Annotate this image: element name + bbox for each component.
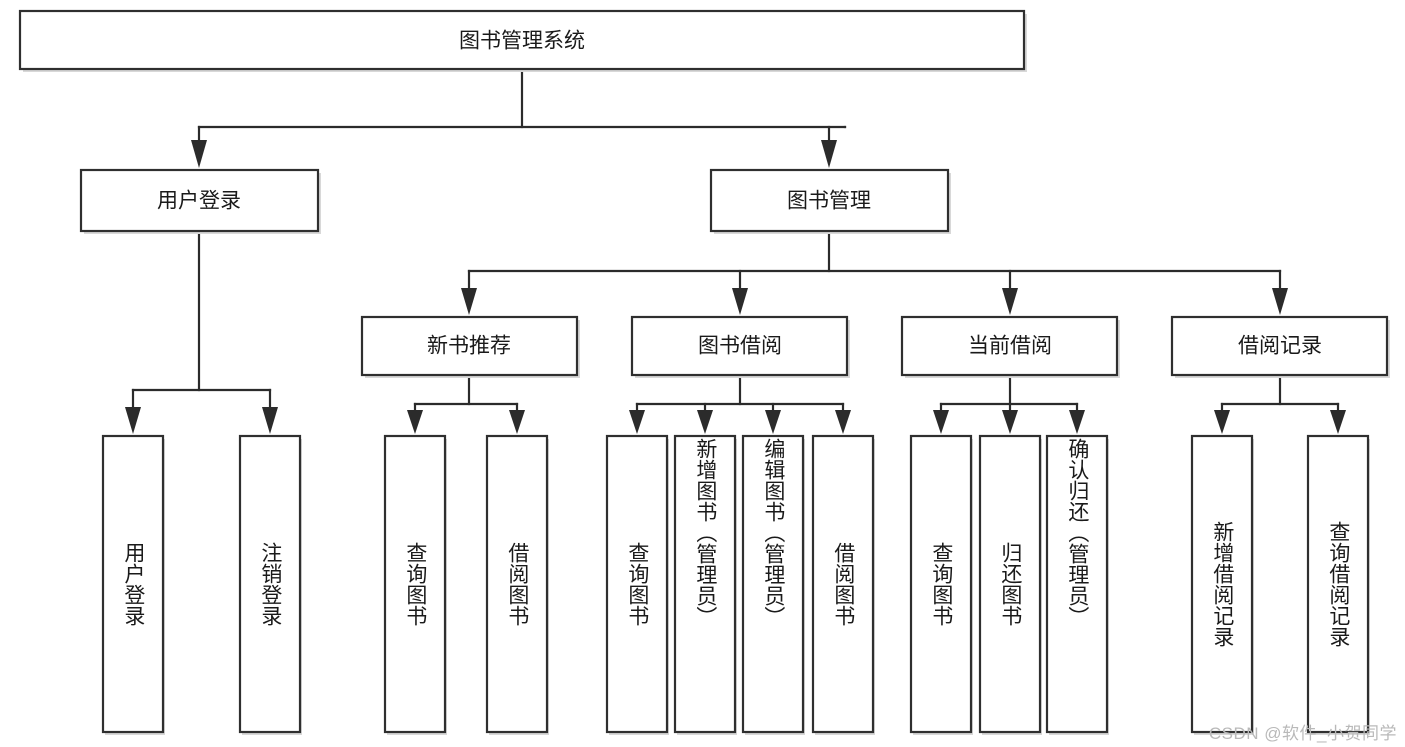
edges-newbook-to-leaves xyxy=(407,373,525,434)
edges-borrowrecord-to-leaves xyxy=(1214,373,1346,434)
arrow-to-leaf-br-add xyxy=(1214,410,1230,434)
edges-bookmanage-to-level3 xyxy=(461,230,1288,315)
leaf-bb-borrow-box xyxy=(811,434,875,734)
arrow-to-leaf-nb-borrow xyxy=(509,410,525,434)
arrow-to-book-borrow xyxy=(732,288,748,315)
leaf-nb-borrow-box xyxy=(485,434,549,734)
arrow-to-leaf-nb-query xyxy=(407,410,423,434)
node-book-manage-label: 图书管理 xyxy=(787,190,871,213)
leaf-user-login-box xyxy=(101,434,165,734)
node-book-borrow-label: 图书借阅 xyxy=(698,335,782,358)
node-root[interactable]: 图书管理系统 xyxy=(18,9,1027,72)
arrow-to-book-manage xyxy=(821,140,837,168)
leaf-nb-query-box xyxy=(383,434,447,734)
arrow-to-current-borrow xyxy=(1002,288,1018,315)
leaf-br-add-box xyxy=(1190,434,1254,734)
node-borrow-record-box xyxy=(1170,315,1389,377)
leaf-br-add-record[interactable] xyxy=(1190,434,1254,735)
leaf-cb-confirm-box xyxy=(1045,434,1109,734)
leaf-cb-confirm-return[interactable] xyxy=(1045,434,1109,735)
leaf-logout[interactable] xyxy=(238,434,302,735)
edges-bookborrow-to-leaves xyxy=(629,373,851,434)
node-current-borrow-box xyxy=(900,315,1119,377)
leaf-bb-edit-book[interactable] xyxy=(741,434,805,735)
arrow-to-leaf-user-login xyxy=(125,407,141,434)
node-book-manage[interactable]: 图书管理 xyxy=(709,168,951,234)
leaf-cb-return-box xyxy=(978,434,1042,734)
arrow-to-leaf-bb-query xyxy=(629,410,645,434)
leaf-br-query-box xyxy=(1306,434,1370,734)
arrow-to-leaf-bb-add xyxy=(697,410,713,434)
node-book-manage-box xyxy=(709,168,950,233)
leaf-br-query-record[interactable] xyxy=(1306,434,1370,735)
edges-root-to-level2 xyxy=(191,67,847,168)
node-book-borrow-box xyxy=(630,315,849,377)
arrow-to-leaf-cb-return xyxy=(1002,410,1018,434)
leaf-logout-box xyxy=(238,434,302,734)
node-borrow-record[interactable]: 借阅记录 xyxy=(1170,315,1390,378)
node-current-borrow-label: 当前借阅 xyxy=(968,335,1052,358)
leaf-bb-borrow-book[interactable] xyxy=(811,434,875,735)
leaf-bb-add-box xyxy=(673,434,737,734)
node-root-label: 图书管理系统 xyxy=(459,30,585,53)
node-root-box xyxy=(18,9,1026,71)
arrow-to-leaf-bb-borrow xyxy=(835,410,851,434)
node-new-book-label: 新书推荐 xyxy=(427,335,511,358)
node-user-login-label: 用户登录 xyxy=(157,190,241,213)
node-new-book-box xyxy=(360,315,579,377)
node-new-book[interactable]: 新书推荐 xyxy=(360,315,580,378)
arrow-to-leaf-cb-query xyxy=(933,410,949,434)
arrow-to-borrow-record xyxy=(1272,288,1288,315)
arrow-to-leaf-br-query xyxy=(1330,410,1346,434)
leaf-nb-query-book[interactable] xyxy=(383,434,447,735)
leaf-cb-query-box xyxy=(909,434,973,734)
arrow-to-new-book xyxy=(461,288,477,315)
leaf-bb-query-book[interactable] xyxy=(605,434,669,735)
edges-userlogin-to-leaves xyxy=(125,230,278,434)
leaf-user-login[interactable] xyxy=(101,434,165,735)
arrow-to-leaf-cb-confirm xyxy=(1069,410,1085,434)
leaf-bb-query-box xyxy=(605,434,669,734)
leaf-bb-add-book[interactable] xyxy=(673,434,737,735)
arrow-to-leaf-logout xyxy=(262,407,278,434)
leaf-cb-query-book[interactable] xyxy=(909,434,973,735)
node-current-borrow[interactable]: 当前借阅 xyxy=(900,315,1120,378)
node-book-borrow[interactable]: 图书借阅 xyxy=(630,315,850,378)
edges-currentborrow-to-leaves xyxy=(933,373,1085,434)
node-user-login-box xyxy=(79,168,320,233)
node-borrow-record-label: 借阅记录 xyxy=(1238,335,1322,358)
node-user-login[interactable]: 用户登录 xyxy=(79,168,321,234)
leaf-bb-edit-box xyxy=(741,434,805,734)
leaf-nb-borrow-book[interactable] xyxy=(485,434,549,735)
csdn-watermark: CSDN @软件_小贺同学 xyxy=(1208,724,1397,743)
leaf-cb-return-book[interactable] xyxy=(978,434,1042,735)
arrow-to-user-login xyxy=(191,140,207,168)
arrow-to-leaf-bb-edit xyxy=(765,410,781,434)
